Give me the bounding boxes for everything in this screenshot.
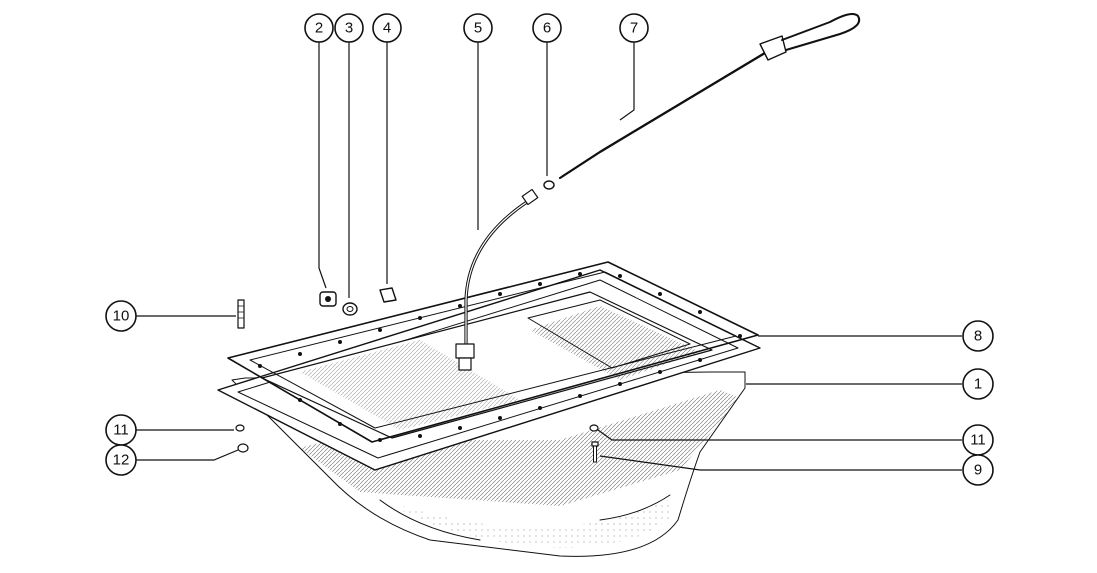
svg-text:3: 3 [345, 20, 353, 37]
callout-3: 3 [334, 13, 364, 43]
svg-text:6: 6 [543, 20, 551, 37]
lock-washer [235, 424, 599, 432]
callout-12: 12 [105, 444, 137, 476]
oil-pan [217, 261, 761, 557]
dipstick [558, 13, 861, 180]
leader-lines [136, 42, 962, 471]
callout-11-right: 11 [962, 424, 994, 456]
bolt [591, 441, 599, 463]
svg-text:7: 7 [630, 20, 638, 37]
drain-plug [319, 291, 337, 307]
drain-plug-washer [342, 302, 358, 316]
svg-text:12: 12 [113, 452, 130, 469]
stud [237, 299, 245, 329]
svg-text:8: 8 [974, 328, 982, 345]
svg-text:9: 9 [974, 462, 982, 479]
svg-text:1: 1 [974, 376, 982, 393]
svg-text:11: 11 [970, 432, 986, 449]
nut [237, 443, 249, 453]
callout-1: 1 [962, 368, 994, 400]
svg-text:5: 5 [474, 20, 482, 37]
callout-9: 9 [962, 454, 994, 486]
callout-6: 6 [532, 13, 562, 43]
svg-text:4: 4 [383, 20, 391, 37]
callout-11-left: 11 [105, 414, 137, 446]
svg-text:2: 2 [315, 20, 323, 37]
callout-10: 10 [105, 300, 137, 332]
callout-5: 5 [463, 13, 493, 43]
callout-4: 4 [372, 13, 402, 43]
o-ring [543, 180, 555, 190]
dipstick-guide-tube [455, 188, 539, 371]
svg-text:10: 10 [113, 308, 130, 325]
callout-7: 7 [619, 13, 649, 43]
drain-plug-magnet [379, 287, 397, 303]
callout-8: 8 [962, 320, 994, 352]
svg-text:11: 11 [113, 422, 129, 439]
callout-2: 2 [304, 13, 334, 43]
